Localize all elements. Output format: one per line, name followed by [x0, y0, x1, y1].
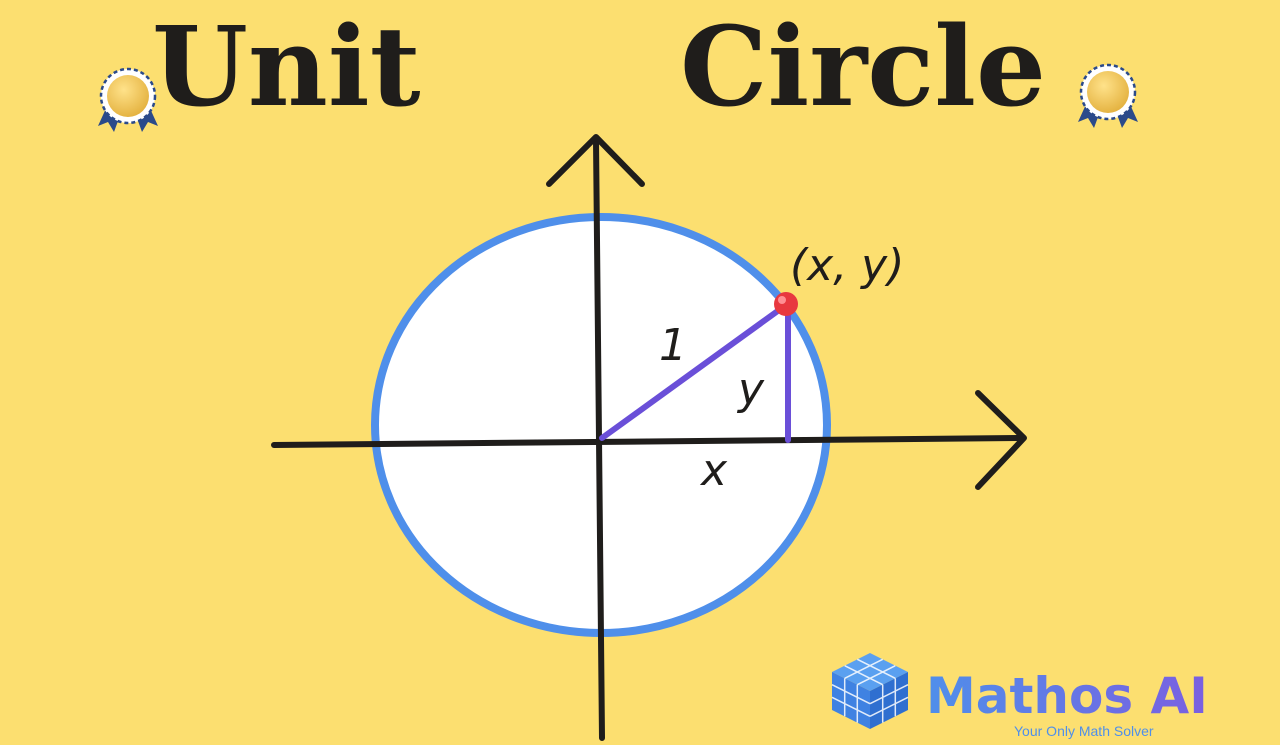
point-highlight [778, 296, 786, 304]
x-axis [271, 390, 1027, 490]
math-cube-icon [831, 653, 909, 729]
brand-name: Mathos AI [926, 667, 1208, 725]
award-ribbon-icon [1078, 63, 1138, 128]
radius-line [599, 302, 789, 441]
title-word-unit: Unit [152, 2, 421, 131]
point-label: (x, y) [790, 240, 904, 291]
brand-tagline: Your Only Math Solver [1014, 723, 1154, 739]
horizontal-leg-label: x [699, 445, 728, 496]
title-word-circle: Circle [680, 2, 1046, 131]
point-on-circle [774, 292, 798, 316]
award-ribbon-icon [98, 67, 158, 132]
y-axis [546, 134, 645, 741]
vertical-leg-label: y [736, 364, 765, 415]
hypotenuse-label: 1 [659, 320, 687, 371]
